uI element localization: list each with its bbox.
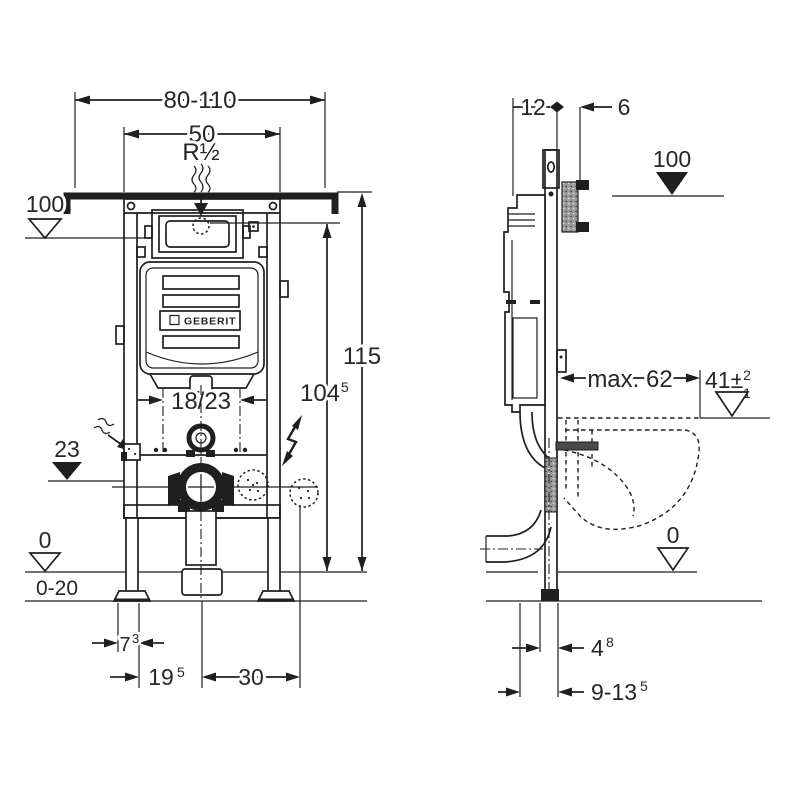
dim-19-label: 19 <box>148 664 174 690</box>
dim-4-sup: 8 <box>606 634 614 650</box>
level-0-label: 0 <box>39 527 52 553</box>
dim-19-sup: 5 <box>177 664 185 680</box>
wall-section-block <box>561 180 589 233</box>
thread-size-label: R½ <box>182 139 219 166</box>
flush-pipe-clamp <box>186 423 216 457</box>
dim-104-label: 104 <box>300 380 340 407</box>
level-marker-0-left: 0 0-20 <box>28 524 81 603</box>
level-100-right-label: 100 <box>653 146 691 172</box>
drain-bend <box>168 463 234 512</box>
side-floor-lines <box>486 571 762 602</box>
dimension-104-5: 104 5 <box>297 224 352 571</box>
brand-slot <box>159 310 241 331</box>
dimension-30: 30 <box>201 505 301 693</box>
fixing-crossbar <box>137 447 267 456</box>
dimension-7-3: 7 3 <box>92 603 164 688</box>
level-marker-100-left: 100 <box>23 188 67 240</box>
drain-adapter <box>544 457 558 513</box>
cistern-profile <box>503 194 554 469</box>
wc-pan-outline <box>558 417 700 531</box>
dim-104-sup: 5 <box>341 379 349 395</box>
pan-fixing-bolt <box>555 441 599 451</box>
dim-7-sup: 3 <box>132 631 139 646</box>
wall-anchor-right <box>289 478 319 508</box>
dimension-4-8: 4 8 <box>512 603 617 697</box>
dimension-6: 6 <box>579 91 633 182</box>
dim-80-110-label: 80-110 <box>164 87 237 114</box>
dimension-115: 115 <box>337 191 384 571</box>
dim-41-label: 41± <box>705 367 743 393</box>
water-flow-icon <box>191 163 211 216</box>
dimension-max-62: max. 62 <box>560 363 701 418</box>
front-view: 80-110 50 R½ 100 <box>23 84 384 693</box>
dimension-9-13-5: 9-13 5 <box>498 675 651 708</box>
dim-max-62-label: max. 62 <box>587 366 672 393</box>
dimension-41: 41± 2 1 <box>700 364 770 419</box>
corner-bolt-right <box>268 201 278 211</box>
drain-pipe <box>181 510 223 596</box>
dim-4-label: 4 <box>591 635 604 661</box>
supply-connection-mark <box>192 217 210 235</box>
dim-7-label: 7 <box>119 634 130 656</box>
cistern: GEBERIT <box>139 261 265 393</box>
frame-legs <box>112 517 296 602</box>
dim-50-label: 50 <box>189 121 216 148</box>
dimension-50: 50 <box>123 118 281 192</box>
dimension-12: 12 <box>512 91 564 196</box>
dim-30-label: 30 <box>238 664 264 690</box>
dim-6-label: 6 <box>618 94 631 120</box>
dimension-80-110: 80-110 <box>74 84 326 188</box>
corner-bolt-left <box>126 201 136 211</box>
water-supply-top: R½ <box>179 136 223 235</box>
level-0-right-label: 0 <box>667 522 680 548</box>
brand-square-icon <box>169 314 180 326</box>
service-opening <box>144 209 259 259</box>
dim-12-label: 12 <box>520 94 546 120</box>
side-rail-foot <box>541 589 559 601</box>
brand-logo: GEBERIT <box>184 316 236 328</box>
level-marker-0-right: 0 <box>656 519 690 572</box>
level-marker-23: 23 <box>51 433 83 480</box>
level-marker-100-right: 100 <box>612 143 724 197</box>
level-23-label: 23 <box>54 436 80 462</box>
dim-41-sup: 2 <box>743 367 751 383</box>
dimension-19-5: 19 5 <box>110 661 188 693</box>
level-100-label: 100 <box>26 191 64 217</box>
side-drain-elbow <box>480 438 559 601</box>
side-view: 12 6 100 <box>480 91 770 708</box>
wall-anchor-left <box>237 469 269 501</box>
electric-connection-icon <box>282 415 302 466</box>
water-supply-side <box>93 417 141 461</box>
dim-9-13-label: 9-13 <box>591 679 637 705</box>
range-0-20-label: 0-20 <box>36 577 78 600</box>
dim-115-label: 115 <box>343 343 381 370</box>
dim-9-13-sup: 5 <box>640 678 648 694</box>
